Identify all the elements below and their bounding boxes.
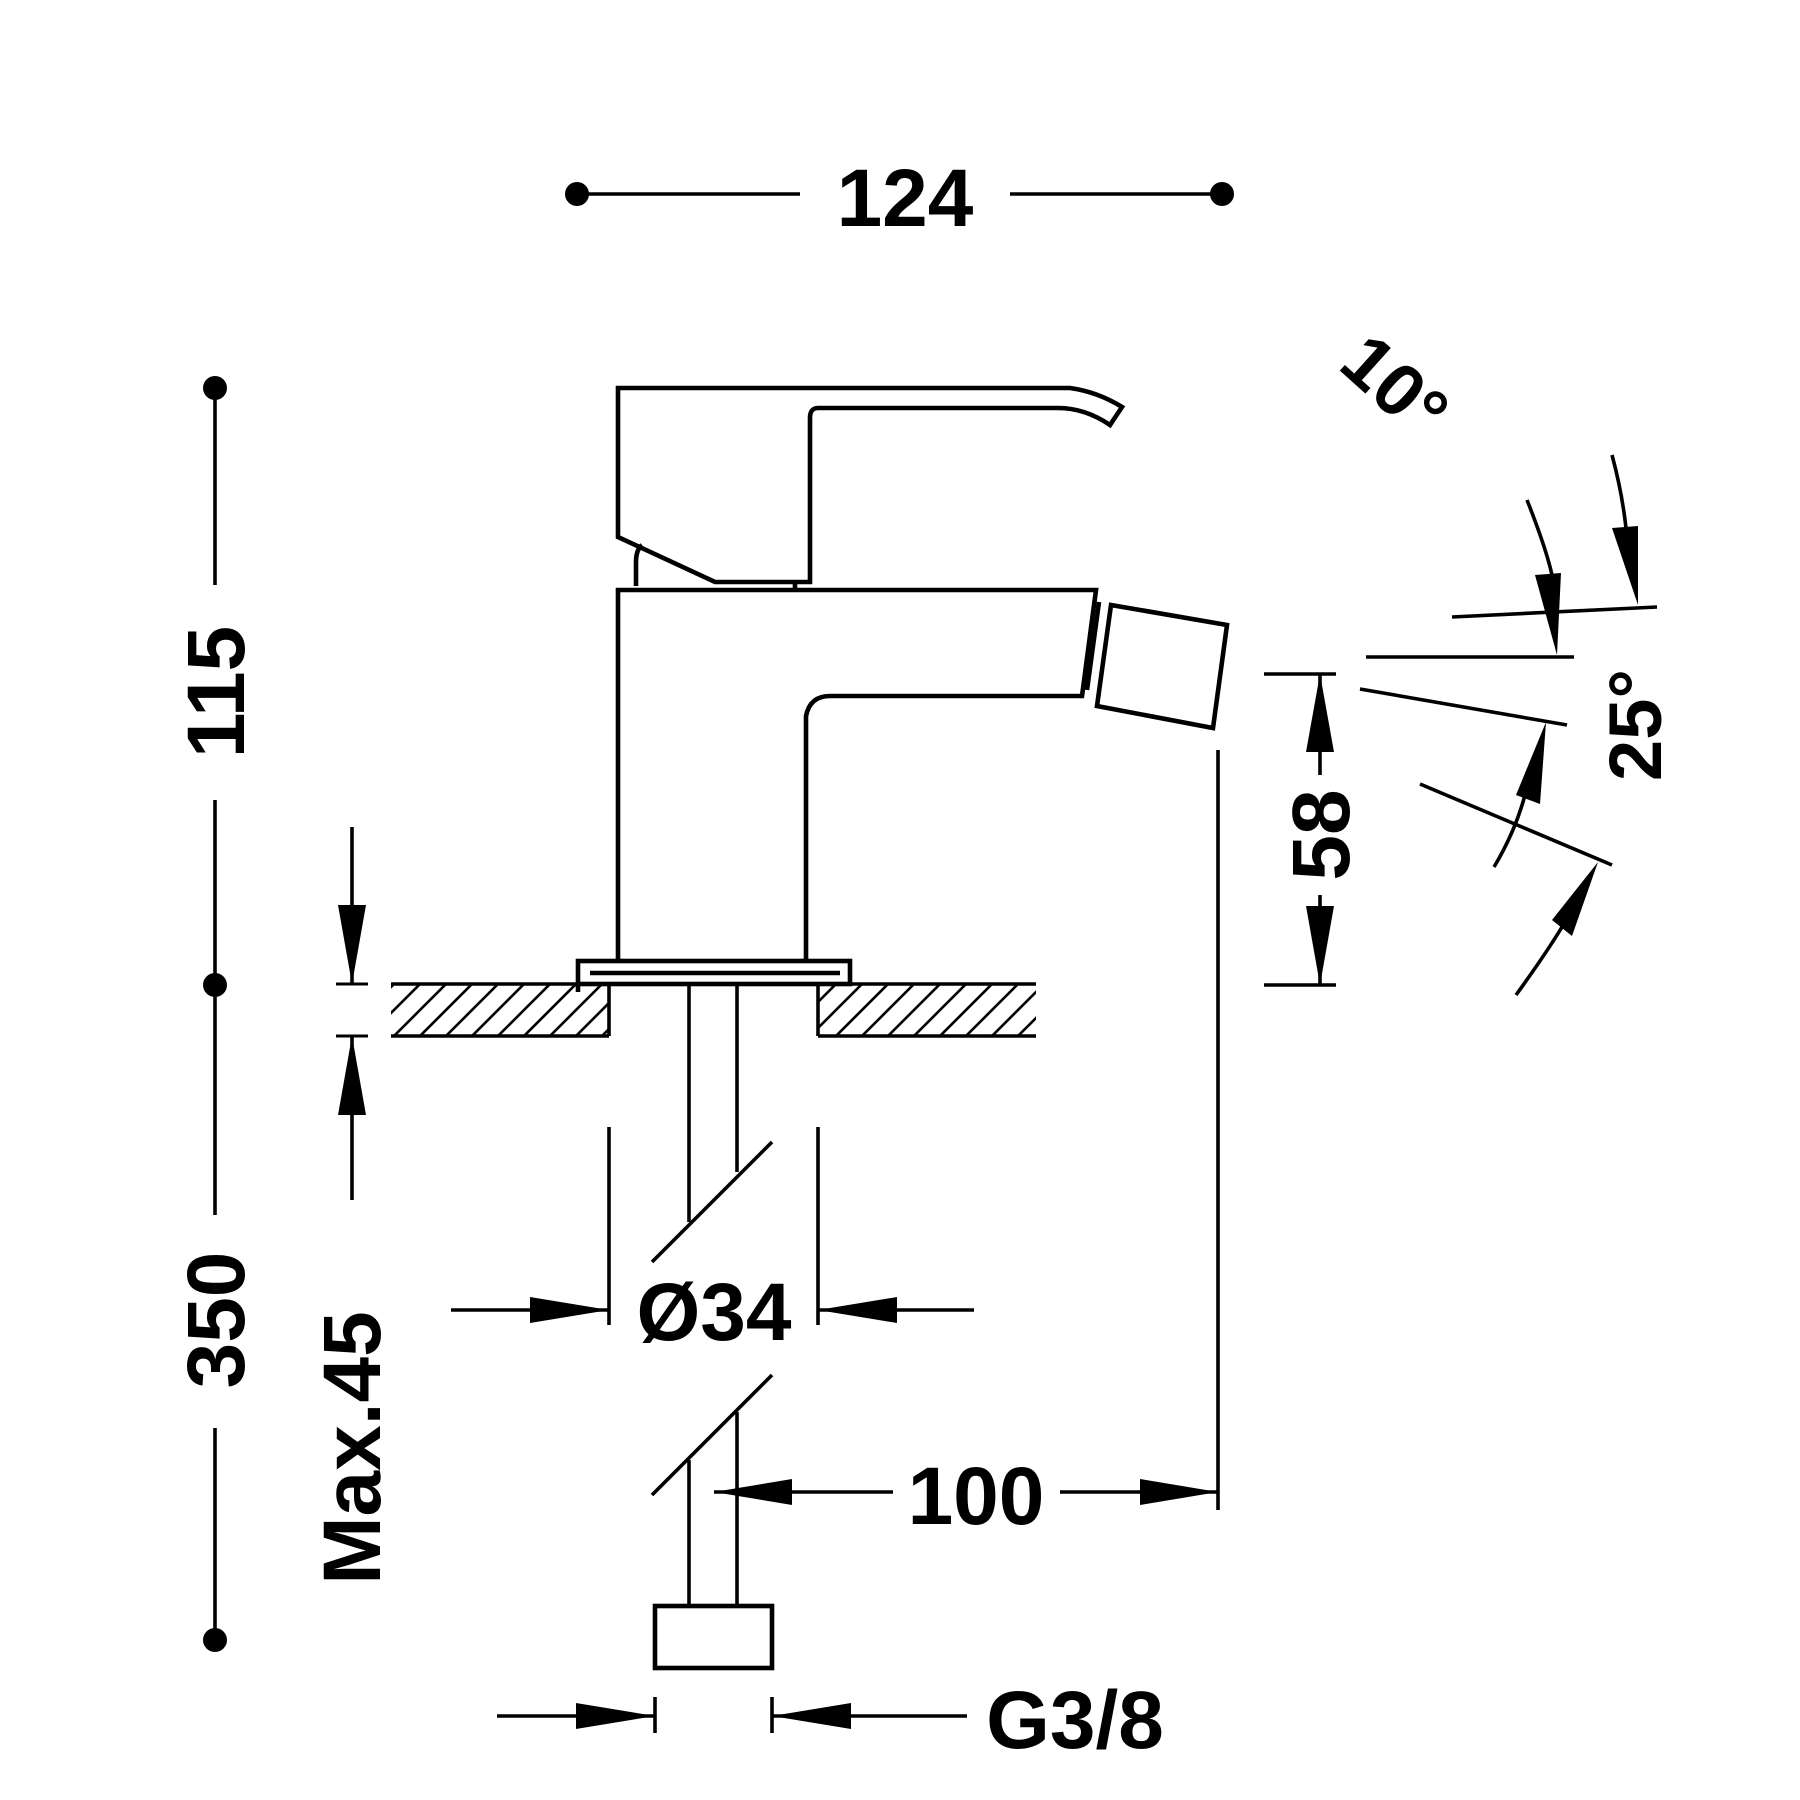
- nozzle-joint: [1084, 601, 1102, 691]
- spout-reach-label: 100: [908, 1451, 1045, 1542]
- countertop-left-hatch: [391, 984, 609, 1036]
- arrowhead: [818, 1297, 897, 1323]
- arrowhead: [1140, 1479, 1218, 1505]
- hose-connector: [652, 1603, 775, 1671]
- arrowhead: [1535, 573, 1561, 655]
- spout-height-dimension: 58: [1264, 672, 1367, 987]
- angle-arc: [1610, 454, 1628, 529]
- angle-arc: [1514, 926, 1564, 997]
- arrowhead: [1552, 862, 1598, 936]
- hole-diameter-dimension: Ø34: [451, 1127, 974, 1358]
- countertop-right-hatch: [818, 984, 1036, 1036]
- spout-reach-dimension: 100: [714, 750, 1220, 1542]
- supply-hoses: [650, 984, 775, 1671]
- countertop-section: [391, 982, 1036, 1038]
- width-dimension: 124: [565, 153, 1234, 244]
- height-lower-label: 350: [171, 1252, 262, 1389]
- faucet-body: [575, 385, 1230, 992]
- base-flange: [575, 958, 853, 987]
- arrowhead: [338, 1036, 366, 1115]
- deck-thickness-label: Max.45: [307, 1311, 398, 1585]
- angle-arc: [1492, 794, 1527, 868]
- spout-height-label: 58: [1276, 789, 1367, 880]
- arrowhead: [338, 905, 366, 984]
- break-line: [650, 1373, 774, 1497]
- arrowhead: [530, 1297, 609, 1323]
- mixer-body: [615, 587, 1099, 961]
- height-dimension: 115 350: [171, 376, 262, 1652]
- tilt-lower-label: 25°: [1594, 669, 1677, 781]
- width-total-label: 124: [837, 153, 974, 244]
- break-line: [650, 1140, 774, 1264]
- arrowhead: [1306, 674, 1334, 752]
- angle-ray: [1359, 687, 1568, 727]
- arrowhead: [772, 1703, 851, 1729]
- deck-thickness-dimension: Max.45: [307, 827, 398, 1585]
- arrowhead: [1306, 906, 1334, 985]
- arrowhead: [1516, 722, 1546, 804]
- angle-arc: [1525, 499, 1554, 576]
- tilt-upper-label: 10°: [1326, 318, 1465, 455]
- lever-stem: [633, 543, 644, 586]
- connection-thread-dimension: G3/8: [497, 1675, 1164, 1766]
- dimension-end-dot: [1210, 182, 1234, 206]
- tilt-angle-dimension: 10° 25°: [1326, 318, 1677, 997]
- height-upper-label: 115: [171, 626, 262, 758]
- connection-thread-label: G3/8: [986, 1675, 1164, 1766]
- spray-nozzle: [1094, 602, 1230, 731]
- hole-diameter-label: Ø34: [637, 1267, 792, 1358]
- arrowhead: [714, 1479, 792, 1505]
- arrowhead: [576, 1703, 655, 1729]
- dimension-end-dot: [203, 1628, 227, 1652]
- arrowhead: [1612, 526, 1638, 605]
- lever-handle: [615, 385, 1126, 585]
